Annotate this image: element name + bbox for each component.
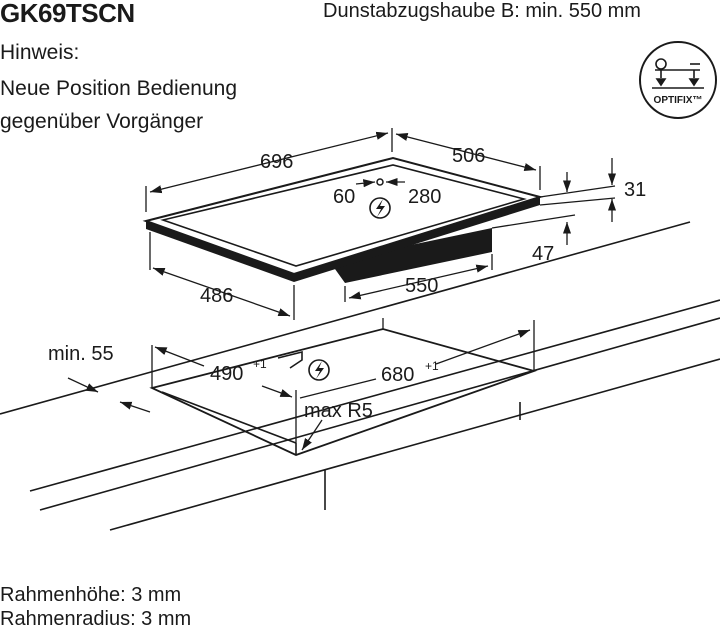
optifix-mount-icon (652, 58, 704, 89)
dim-min-edge: min. 55 (48, 343, 114, 365)
frame-radius: Rahmenradius: 3 mm (0, 608, 192, 630)
note-line-1: Neue Position Bedienung (0, 77, 238, 100)
electric-connection-icon (369, 197, 391, 219)
dim-cutout-depth-tolerance: +1 (253, 357, 267, 371)
dim-offset-right: 280 (408, 186, 441, 208)
cutout-electric-icon (308, 359, 330, 381)
dim-corner-radius: max R5 (304, 400, 373, 422)
hob-drawing (142, 156, 544, 283)
dim-hob-depth: 506 (452, 145, 485, 167)
hood-requirement: Dunstabzugshaube B: min. 550 mm (323, 0, 641, 22)
dim-hob-height: 31 (624, 179, 646, 201)
dim-body-depth: 486 (200, 285, 233, 307)
dim-body-height: 47 (532, 243, 554, 265)
optifix-label: OPTIFIX™ (654, 95, 703, 106)
model-number: GK69TSCN (0, 0, 135, 28)
dim-hob-width: 696 (260, 151, 293, 173)
frame-height: Rahmenhöhe: 3 mm (0, 584, 182, 606)
dim-cutout-width-tolerance: +1 (425, 359, 439, 373)
note-title: Hinweis: (0, 41, 80, 64)
dim-cutout-depth: 490 (210, 363, 243, 385)
note-line-2: gegenüber Vorgänger (0, 110, 204, 133)
dim-body-width: 550 (405, 275, 438, 297)
dim-offset-left: 60 (333, 186, 355, 208)
optifix-badge: OPTIFIX™ (639, 41, 717, 119)
dim-cutout-width: 680 (381, 364, 414, 386)
